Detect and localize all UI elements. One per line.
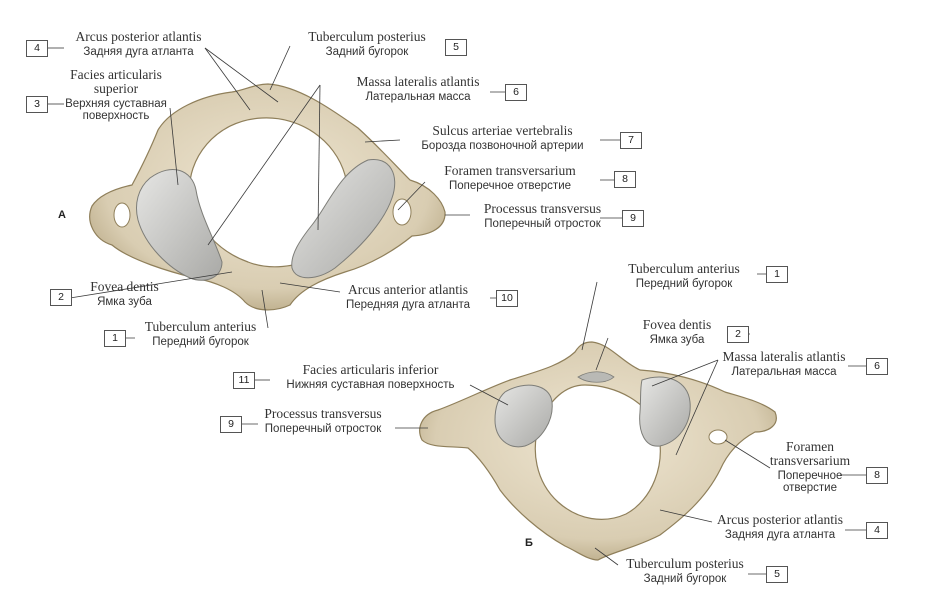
callout-number: 7 <box>620 132 642 149</box>
callout-number: 9 <box>622 210 644 227</box>
callout-number: 4 <box>866 522 888 539</box>
callout-number: 3 <box>26 96 48 113</box>
callout-tuberculum-anterius-b: Tuberculum anterius Передний бугорок <box>610 261 758 291</box>
callout-tuberculum-posterius-b: Tuberculum posterius Задний бугорок <box>615 556 755 586</box>
callout-number: 8 <box>866 467 888 484</box>
russian-term: Поперечный отросток <box>484 218 601 231</box>
callout-foramen-transversarium-b: Foramen transversarium Поперечное отверс… <box>760 439 860 495</box>
russian-term: Борозда позвоночной артерии <box>421 140 584 153</box>
latin-term: Sulcus arteriae vertebralis <box>432 123 573 138</box>
callout-arcus-posterior-b: Arcus posterior atlantis Задняя дуга атл… <box>705 512 855 542</box>
latin-term: Tuberculum anterius <box>628 261 740 276</box>
russian-term: Передний бугорок <box>635 278 733 291</box>
russian-term: Задний бугорок <box>325 46 409 59</box>
callout-tuberculum-posterius-a: Tuberculum posterius Задний бугорок <box>292 29 442 59</box>
callout-processus-transversus-a: Processus transversus Поперечный отросто… <box>465 201 620 231</box>
russian-term: Поперечный отросток <box>264 423 382 436</box>
atlas-a-left-foramen-transversarium <box>113 202 131 228</box>
russian-term: Нижняя суставная поверхность <box>286 379 455 392</box>
latin-term: Foramen transversarium <box>444 163 576 178</box>
latin-term: Facies articularis inferior <box>302 362 439 377</box>
callout-arcus-posterior-a: Arcus posterior atlantis Задняя дуга атл… <box>66 29 211 59</box>
callout-number: 8 <box>614 171 636 188</box>
latin-term: Fovea dentis <box>642 317 712 332</box>
latin-term: Massa lateralis atlantis <box>356 74 480 89</box>
callout-number: 5 <box>445 39 467 56</box>
callout-number: 6 <box>866 358 888 375</box>
latin-term: Processus transversus <box>483 201 602 216</box>
view-b-label: Б <box>525 537 533 549</box>
callout-number: 1 <box>104 330 126 347</box>
atlas-b-left-inferior-facet <box>494 384 553 448</box>
russian-term: Задний бугорок <box>643 573 727 586</box>
russian-term: Передний бугорок <box>152 336 249 349</box>
russian-term: Латеральная масса <box>731 366 837 379</box>
callout-number: 2 <box>50 289 72 306</box>
atlas-b-right-inferior-facet <box>639 376 691 447</box>
callout-facies-superior-a: Facies articularis superior Верхняя суст… <box>56 67 176 123</box>
callout-number: 5 <box>766 566 788 583</box>
latin-term: Tuberculum posterius <box>626 556 744 571</box>
callout-processus-transversus-b: Processus transversus Поперечный отросто… <box>248 406 398 436</box>
callout-facies-inferior-b: Facies articularis inferior Нижняя суста… <box>268 362 473 392</box>
russian-term: Поперечное отверстие <box>448 180 572 193</box>
atlas-view-b <box>419 341 777 561</box>
russian-term: Передняя дуга атланта <box>345 299 471 312</box>
callout-number: 6 <box>505 84 527 101</box>
callout-massa-lateralis-b: Massa lateralis atlantis Латеральная мас… <box>710 349 858 379</box>
latin-term: Arcus anterior atlantis <box>348 282 468 297</box>
callout-tuberculum-anterius-a: Tuberculum anterius Передний бугорок <box>128 319 273 349</box>
callout-foramen-transversarium-a: Foramen transversarium Поперечное отверс… <box>420 163 600 193</box>
russian-term: Ямка зуба <box>97 296 152 309</box>
latin-term: Arcus posterior atlantis <box>75 29 202 44</box>
callout-number: 10 <box>496 290 518 307</box>
atlas-b-fovea-dentis <box>577 371 615 383</box>
callout-number: 2 <box>727 326 749 343</box>
callout-arcus-anterior-a: Arcus anterior atlantis Передняя дуга ат… <box>322 282 494 312</box>
russian-term: Латеральная масса <box>365 91 471 104</box>
russian-term: Поперечное отверстие <box>777 470 843 495</box>
callout-number: 1 <box>766 266 788 283</box>
russian-term: Ямка зуба <box>649 334 705 347</box>
latin-term: Fovea dentis <box>90 279 159 294</box>
view-a-label: А <box>58 209 66 221</box>
russian-term: Задняя дуга атланта <box>724 529 836 542</box>
atlas-view-a <box>89 83 446 311</box>
latin-term: Processus transversus <box>264 406 382 421</box>
callout-fovea-dentis-b: Fovea dentis Ямка зуба <box>622 317 732 347</box>
callout-number: 4 <box>26 40 48 57</box>
latin-term: Arcus posterior atlantis <box>717 512 843 527</box>
atlas-b-right-foramen-transversarium <box>708 429 728 445</box>
latin-term: Tuberculum anterius <box>144 319 257 334</box>
atlas-a-right-articular-facet <box>291 158 396 279</box>
callout-fovea-dentis-a: Fovea dentis Ямка зуба <box>72 279 177 309</box>
latin-term: Tuberculum posterius <box>308 29 426 44</box>
atlas-a-right-foramen-transversarium <box>392 198 412 226</box>
russian-term: Верхняя суставная поверхность <box>65 98 167 123</box>
callout-sulcus-arteriae-a: Sulcus arteriae vertebralis Борозда позв… <box>405 123 600 153</box>
callout-massa-lateralis-a: Massa lateralis atlantis Латеральная мас… <box>348 74 488 104</box>
latin-term: Foramen transversarium <box>769 439 851 469</box>
atlas-a-vertebral-foramen <box>189 117 348 268</box>
russian-term: Задняя дуга атланта <box>83 46 194 59</box>
callout-number: 9 <box>220 416 242 433</box>
latin-term: Facies articularis superior <box>70 67 162 97</box>
latin-term: Massa lateralis atlantis <box>722 349 846 364</box>
atlas-a-left-articular-facet <box>136 169 223 281</box>
callout-number: 11 <box>233 372 255 389</box>
